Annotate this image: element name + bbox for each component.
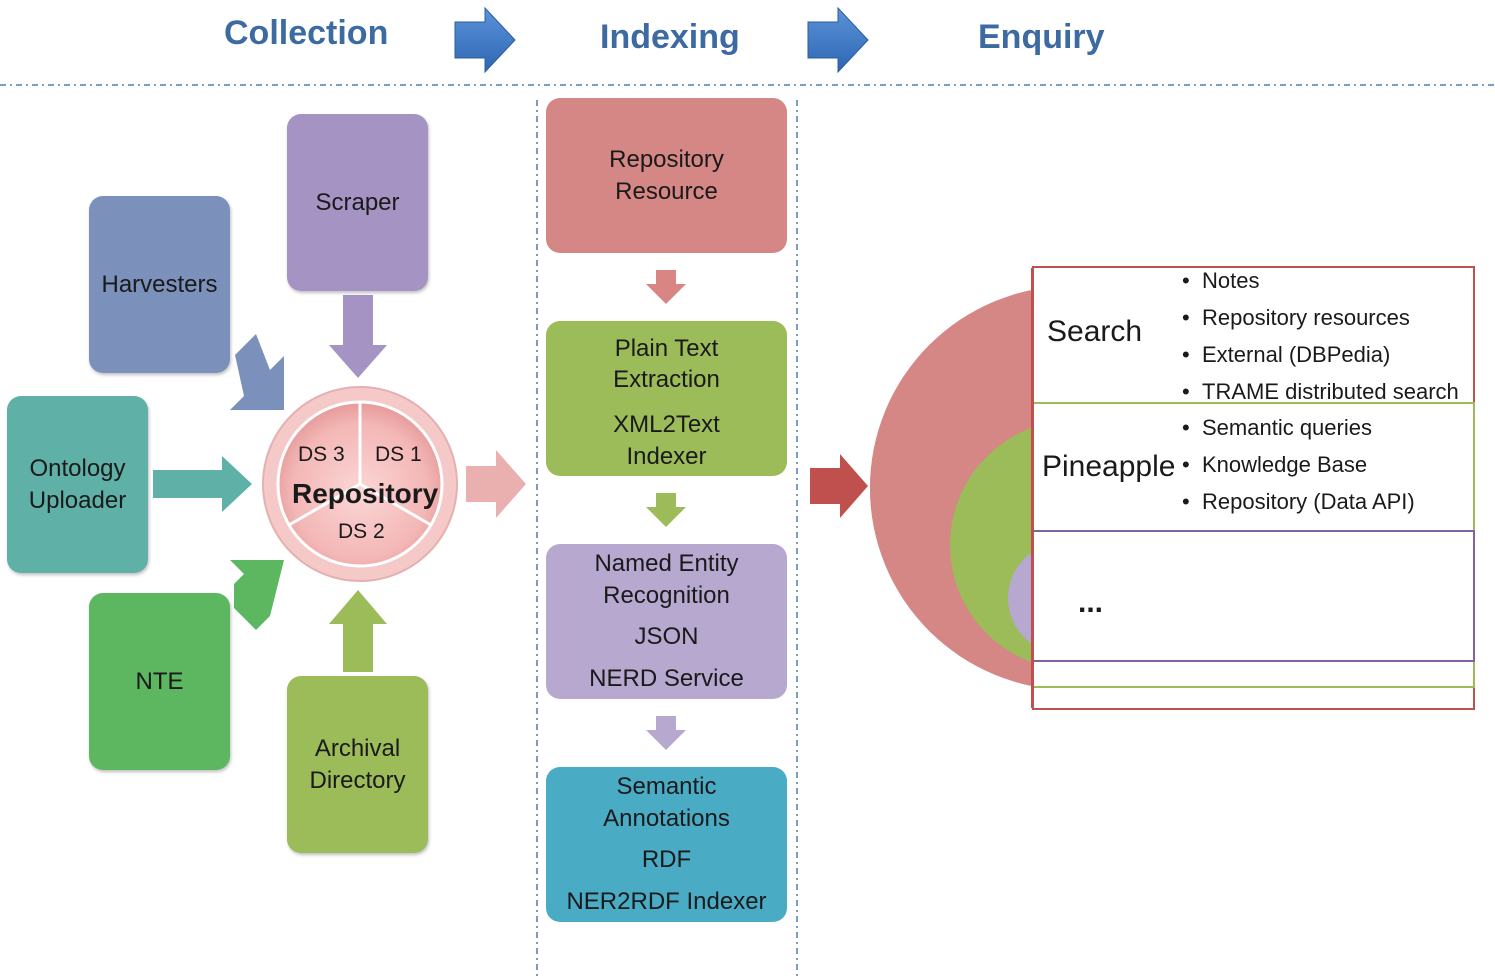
ontology-arrow xyxy=(153,456,252,512)
archival-directory-box: Archival Directory xyxy=(287,676,428,853)
semantic-line-2: Annotations xyxy=(603,805,730,833)
ner-line-2: Recognition xyxy=(603,582,730,610)
repository-segment-ds1: DS 1 xyxy=(375,443,422,466)
plain-text-tool-1: XML2Text xyxy=(613,411,720,439)
index-step-semantic: Semantic Annotations RDF NER2RDF Indexer xyxy=(546,767,787,922)
plain-text-line-2: Extraction xyxy=(613,366,720,394)
plain-text-tool-2: Indexer xyxy=(626,442,707,470)
repository-segment-ds3: DS 3 xyxy=(298,443,345,466)
harvesters-box: Harvesters xyxy=(89,196,230,373)
phase-title-indexing: Indexing xyxy=(600,18,740,56)
phase-arrow-1 xyxy=(454,6,516,74)
pineapple-item: Semantic queries xyxy=(1182,413,1415,450)
indexing-to-enquiry-arrow xyxy=(810,454,868,518)
ner-format: JSON xyxy=(634,622,699,650)
more-panel xyxy=(1032,530,1475,662)
semantic-line-1: Semantic xyxy=(616,773,717,800)
pineapple-item: Knowledge Base xyxy=(1182,450,1415,487)
archival-directory-label-2: Directory xyxy=(309,766,406,794)
ontology-uploader-label-2: Uploader xyxy=(28,486,127,514)
pineapple-label: Pineapple xyxy=(1042,450,1176,483)
phase-title-collection: Collection xyxy=(224,14,389,52)
ner-line-1: Named Entity xyxy=(594,550,739,577)
search-item: Repository resources xyxy=(1182,303,1459,340)
scraper-box: Scraper xyxy=(287,114,428,291)
ontology-uploader-label-1: Ontology xyxy=(29,455,126,483)
repository-circle xyxy=(262,386,458,582)
scraper-label: Scraper xyxy=(315,188,400,216)
ner-tool: NERD Service xyxy=(589,665,744,693)
semantic-format: RDF xyxy=(641,845,692,873)
scraper-arrow xyxy=(329,295,387,378)
index-arrow-2 xyxy=(646,493,686,527)
archival-directory-label-1: Archival xyxy=(314,735,401,763)
search-items: Notes Repository resources External (DBP… xyxy=(1182,266,1459,414)
index-arrow-1 xyxy=(646,270,686,304)
archival-arrow xyxy=(329,590,387,672)
phase-arrow-2 xyxy=(807,6,869,74)
nte-box: NTE xyxy=(89,593,230,770)
plain-text-line-1: Plain Text xyxy=(614,335,719,362)
index-step-repository-resource: Repository Resource xyxy=(546,98,787,253)
more-label: ... xyxy=(1078,586,1104,619)
pineapple-items: Semantic queries Knowledge Base Reposito… xyxy=(1182,413,1415,524)
repository-to-indexing-arrow xyxy=(466,450,526,518)
index-step-ner: Named Entity Recognition JSON NERD Servi… xyxy=(546,544,787,699)
phase-title-enquiry: Enquiry xyxy=(978,18,1105,56)
repository-resource-line-1: Repository xyxy=(609,146,724,174)
pineapple-item: Repository (Data API) xyxy=(1182,487,1415,524)
search-label: Search xyxy=(1047,315,1143,348)
index-arrow-3 xyxy=(646,716,686,750)
repository-title: Repository xyxy=(292,478,439,509)
index-step-plain-text: Plain Text Extraction XML2Text Indexer xyxy=(546,321,787,476)
repository-resource-line-2: Resource xyxy=(615,177,718,205)
nte-arrow xyxy=(230,560,284,630)
ontology-uploader-box: Ontology Uploader xyxy=(7,396,148,573)
search-item: TRAME distributed search xyxy=(1182,377,1459,414)
semantic-tool: NER2RDF Indexer xyxy=(566,888,767,916)
search-item: External (DBPedia) xyxy=(1182,340,1459,377)
search-item: Notes xyxy=(1182,266,1459,303)
harvesters-arrow xyxy=(230,334,284,410)
nte-label: NTE xyxy=(135,667,184,695)
harvesters-label: Harvesters xyxy=(101,270,218,298)
repository-segment-ds2: DS 2 xyxy=(338,520,385,543)
